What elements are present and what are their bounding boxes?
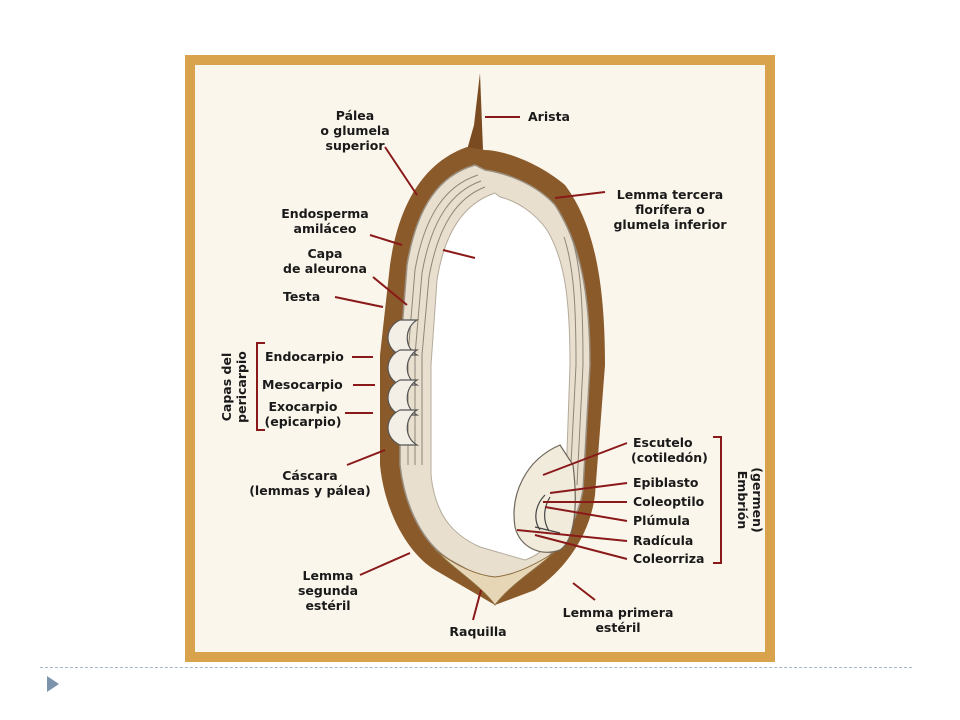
awn-shape [467,73,483,150]
embryo-shape [513,444,576,553]
label-coleorriza: Coleorriza [633,551,704,566]
label-embrion-2: (germen) [750,467,765,532]
label-testa: Testa [283,289,320,304]
label-raquilla: Raquilla [449,624,506,639]
label-exocarpio-1: Exocarpio [268,399,337,414]
label-coleoptilo: Coleoptilo [633,494,705,509]
label-palea-1: Pálea [336,108,374,123]
label-aleurona-1: Capa [308,246,343,261]
label-pericarpio-2: pericarpio [234,351,249,423]
label-palea-3: superior [326,138,386,153]
label-lemma-tercera-2: florífera o [635,202,705,217]
label-endocarpio: Endocarpio [265,349,344,364]
label-cascara-1: Cáscara [282,468,338,483]
label-plumula: Plúmula [633,513,690,528]
label-lemma-tercera-1: Lemma tercera [617,187,723,202]
grain-illustration [380,73,605,606]
label-lemma-segunda-2: segunda [298,583,358,598]
label-aleurona-2: de aleurona [283,261,367,276]
label-escutelo-2: (cotiledón) [631,450,708,465]
rice-grain-diagram: Arista Pálea o glumela superior Lemma te… [219,73,765,639]
label-exocarpio-2: (epicarpio) [265,414,342,429]
pericarp-scales [387,319,420,446]
bullet-triangle-icon [47,676,59,692]
figure-frame: Arista Pálea o glumela superior Lemma te… [185,55,775,662]
pericarp-bracket [256,342,265,431]
label-palea-2: o glumela [320,123,389,138]
label-escutelo-1: Escutelo [633,435,693,450]
label-lemma-primera-1: Lemma primera [563,605,674,620]
label-arista: Arista [528,109,570,124]
label-lemma-primera-2: estéril [595,620,640,635]
label-lemma-segunda-1: Lemma [303,568,354,583]
label-epiblasto: Epiblasto [633,475,699,490]
label-endosperma-2: amiláceo [294,221,357,236]
layer-lines [407,174,584,486]
label-embrion-1: Embrión [735,471,750,529]
label-lemma-segunda-3: estéril [305,598,350,613]
label-radicula: Radícula [633,533,693,548]
label-pericarpio-1: Capas del [219,353,234,422]
slide-divider [40,667,912,668]
embryo-detail [534,494,561,534]
label-mesocarpio: Mesocarpio [262,377,343,392]
label-endosperma-1: Endosperma [281,206,368,221]
embryo-bracket [713,436,722,564]
label-cascara-2: (lemmas y pálea) [249,483,371,498]
label-lemma-tercera-3: glumela inferior [613,217,727,232]
leader-lines [334,116,628,621]
figure-panel: Arista Pálea o glumela superior Lemma te… [195,65,765,652]
base-shape [434,549,556,606]
